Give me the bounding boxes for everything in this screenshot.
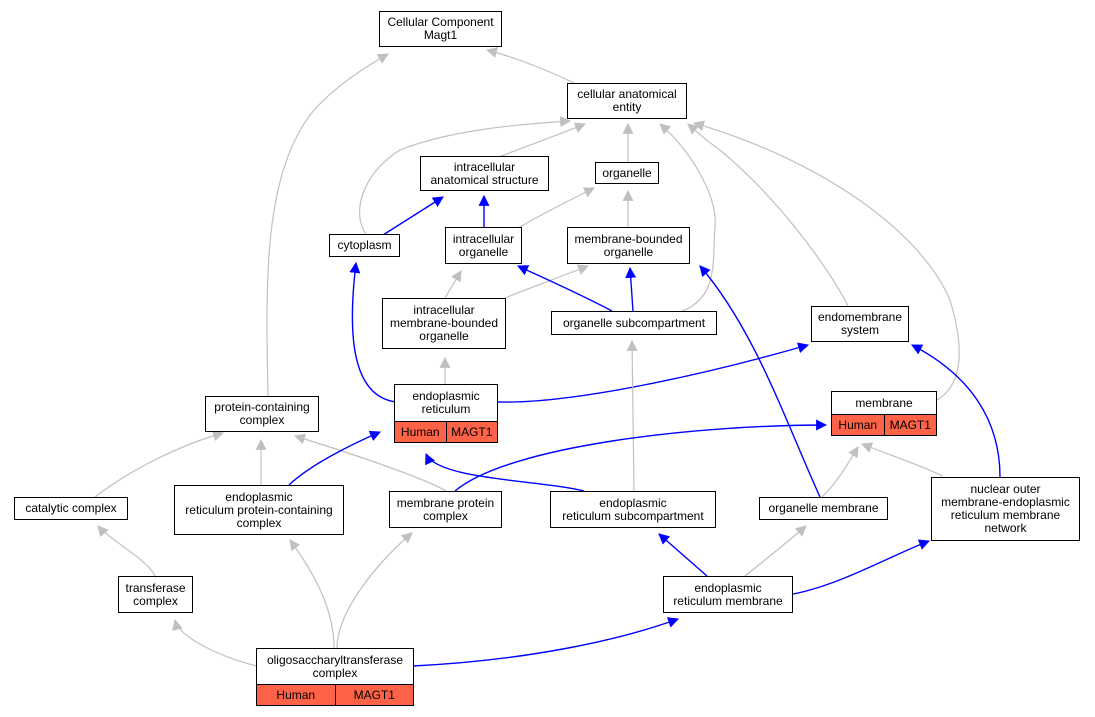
node-organelle[interactable]: organelle: [595, 162, 659, 184]
is-a-edge-oligosaccharyltransferase_complex-to-transferase_complex: [172, 618, 258, 667]
node-label: catalytic complex: [25, 501, 117, 515]
part-of-edge-er_membrane-to-nuclear_outer_membrane_er_network: [792, 539, 931, 595]
node-organelle-subcompartment[interactable]: organelle subcompartment: [551, 311, 717, 335]
node-label: oligosaccharyltransferase complex: [266, 652, 404, 680]
is-a-edge-intracellular_organelle-to-organelle: [517, 187, 595, 229]
part-of-edge-organelle_membrane-to-membrane_bounded_organelle: [699, 265, 821, 498]
is-a-edge-er_membrane-to-organelle_membrane: [744, 525, 807, 577]
is-a-edge-er_subcompartment-to-organelle_subcompartment: [626, 339, 638, 492]
annotation-row: Human MAGT1: [395, 421, 497, 442]
part-of-edge-organelle_subcompartment-to-intracellular_organelle: [517, 265, 613, 312]
is-a-edge-oligosaccharyltransferase_complex-to-membrane_protein_complex: [336, 532, 413, 649]
part-of-edge-membrane_protein_complex-to-membrane: [454, 419, 828, 492]
node-label: cytoplasm: [337, 238, 392, 252]
is-a-edge-endomembrane_system-to-cellular_anatomical_entity: [687, 123, 849, 307]
node-label: intracellular anatomical structure: [430, 159, 539, 187]
node-root[interactable]: Cellular Component Magt1: [379, 11, 502, 47]
part-of-edge-cytoplasm-to-intracellular_anatomical_structure: [382, 196, 444, 236]
node-protein-containing-complex[interactable]: protein-containing complex: [205, 396, 319, 432]
node-intracellular-organelle[interactable]: intracellular organelle: [445, 227, 522, 264]
is-a-edge-catalytic_complex-to-protein_containing_complex: [94, 430, 225, 498]
node-er-subcompartment[interactable]: endoplasmic reticulum subcompartment: [550, 491, 716, 528]
part-of-edge-nuclear_outer_membrane_er_network-to-endomembrane_system: [911, 344, 1001, 478]
node-label: endoplasmic reticulum protein-containing…: [185, 489, 333, 530]
part-of-edge-oligosaccharyltransferase_complex-to-er_membrane: [412, 617, 680, 667]
node-label: cellular anatomical entity: [577, 87, 677, 114]
node-label: membrane: [855, 395, 913, 410]
node-label: membrane protein complex: [396, 495, 495, 523]
node-catalytic-complex[interactable]: catalytic complex: [14, 497, 128, 520]
node-label: membrane-bounded organelle: [574, 231, 683, 259]
is-a-edge-membrane_protein_complex-to-protein_containing_complex: [293, 433, 447, 492]
is-a-edge-organelle_membrane-to-membrane: [821, 446, 859, 498]
node-label: endomembrane system: [817, 310, 903, 337]
node-transferase-complex[interactable]: transferase complex: [118, 576, 193, 613]
is-a-edge-organelle_subcompartment-to-cellular_anatomical_entity: [659, 123, 716, 314]
node-er-membrane[interactable]: endoplasmic reticulum membrane: [663, 576, 793, 613]
is-a-edge-cytoplasm-to-cellular_anatomical_entity: [359, 116, 572, 235]
part-of-edge-endoplasmic_reticulum-to-cytoplasm: [349, 261, 397, 403]
annotation-gene: MAGT1: [334, 685, 414, 705]
is-a-edge-protein_containing_complex-to-root: [266, 53, 389, 398]
node-label: transferase complex: [125, 580, 186, 608]
is-a-edge-membrane-to-cellular_anatomical_entity: [692, 120, 960, 401]
part-of-edge-er_subcompartment-to-endoplasmic_reticulum: [425, 453, 585, 492]
is-a-edge-oligosaccharyltransferase_complex-to-er_protein_containing_complex: [289, 539, 335, 649]
annotation-gene: MAGT1: [883, 415, 937, 435]
annotation-species: Human: [400, 424, 440, 439]
node-label: organelle subcompartment: [562, 315, 706, 330]
node-cytoplasm[interactable]: cytoplasm: [329, 234, 400, 257]
annotation-row: Human MAGT1: [832, 414, 936, 435]
annotation-species: Human: [838, 417, 878, 432]
node-intracellular-anatomical-structure[interactable]: intracellular anatomical structure: [420, 156, 549, 191]
is-a-edge-cellular_anatomical_entity-to-root: [485, 47, 577, 85]
node-label: organelle membrane: [768, 501, 879, 515]
node-label: intracellular membrane-bounded organelle: [389, 303, 499, 343]
part-of-edge-er_membrane-to-er_subcompartment: [658, 533, 708, 577]
node-er-protein-containing-complex[interactable]: endoplasmic reticulum protein-containing…: [174, 485, 344, 535]
node-nuclear-outer-membrane-er-network[interactable]: nuclear outer membrane-endoplasmic retic…: [931, 477, 1080, 541]
annotation-row: Human MAGT1: [257, 684, 413, 705]
is-a-edge-intracellular_anatomical_structure-to-cellular_anatomical_entity: [495, 122, 587, 159]
node-label: intracellular organelle: [452, 231, 515, 259]
node-label: endoplasmic reticulum: [412, 389, 480, 416]
is-a-edge-transferase_complex-to-catalytic_complex: [97, 525, 156, 577]
part-of-edge-endoplasmic_reticulum-to-endomembrane_system: [497, 342, 810, 403]
node-label: Cellular Component Magt1: [387, 15, 494, 42]
node-label: organelle: [602, 165, 652, 180]
is-a-edge-intracellular_membrane_bounded_organelle-to-intracellular_organelle: [444, 270, 462, 299]
is-a-edge-nuclear_outer_membrane_er_network-to-membrane: [860, 442, 944, 477]
node-organelle-membrane[interactable]: organelle membrane: [759, 497, 888, 520]
node-label: nuclear outer membrane-endoplasmic retic…: [941, 482, 1070, 535]
node-membrane-bounded-organelle[interactable]: membrane-bounded organelle: [567, 227, 690, 264]
is-a-edge-intracellular_membrane_bounded_organelle-to-membrane_bounded_organelle: [504, 264, 590, 299]
node-endomembrane-system[interactable]: endomembrane system: [811, 306, 909, 342]
node-cellular-anatomical-entity[interactable]: cellular anatomical entity: [567, 83, 687, 119]
node-membrane-protein-complex[interactable]: membrane protein complex: [389, 491, 502, 528]
annotation-species: Human: [276, 687, 316, 702]
node-label: protein-containing complex: [214, 400, 310, 427]
part-of-edge-organelle_subcompartment-to-membrane_bounded_organelle: [625, 266, 637, 312]
part-of-edge-er_protein_containing_complex-to-endoplasmic_reticulum: [288, 430, 382, 486]
annotation-gene: MAGT1: [445, 422, 498, 442]
node-label: endoplasmic reticulum membrane: [673, 580, 783, 608]
node-intracellular-membrane-bounded-organelle[interactable]: intracellular membrane-bounded organelle: [382, 298, 506, 349]
node-label: endoplasmic reticulum subcompartment: [562, 495, 704, 523]
